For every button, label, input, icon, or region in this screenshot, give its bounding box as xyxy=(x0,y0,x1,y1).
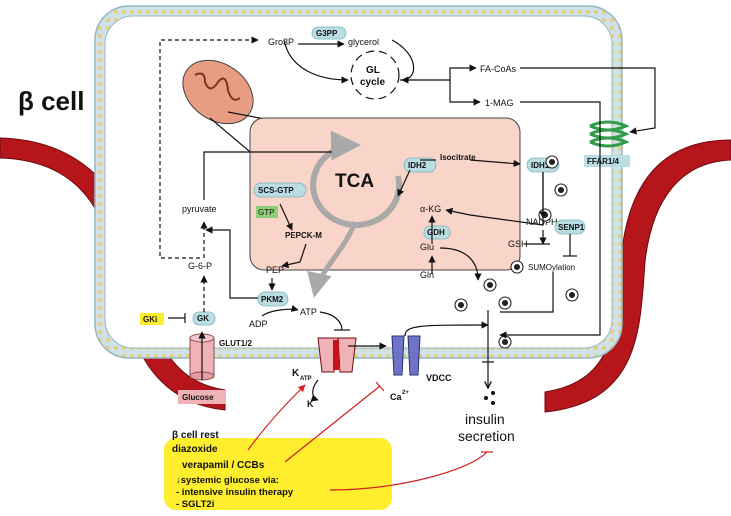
scs-gtp-label: SCS-GTP xyxy=(258,186,294,195)
tca-label: TCA xyxy=(335,171,374,192)
ca-label: Ca xyxy=(390,392,402,402)
g3pp-label: G3PP xyxy=(316,29,338,38)
gki-label: GKi xyxy=(143,315,157,324)
sumoylation-label: SUMOylation xyxy=(528,263,575,272)
g6p-label: G-6-P xyxy=(188,261,212,271)
nadph-label: NADPH xyxy=(526,217,558,227)
therapy-box xyxy=(164,438,392,510)
tca-to-atp-arrow xyxy=(307,221,358,298)
ffar-label-bg xyxy=(584,155,630,167)
gl-cycle-line1: GL xyxy=(366,65,380,76)
vdcc-label: VDCC xyxy=(426,373,452,383)
senp1-label: SENP1 xyxy=(558,223,585,232)
diazoxide-label: diazoxide xyxy=(172,444,218,455)
glucose-label: Glucose xyxy=(182,393,214,402)
pep-label: PEP xyxy=(266,265,284,275)
pkm2-enzyme-pill xyxy=(257,291,289,307)
idh1-label: IDH1 xyxy=(531,161,550,170)
fa-coas-label: FA-CoAs xyxy=(480,64,517,74)
gsh-label: GSH xyxy=(508,239,528,249)
glut-label: GLUT1/2 xyxy=(219,339,252,348)
vdcc-channel-icon xyxy=(391,335,421,376)
gl-cycle-ring xyxy=(350,50,400,100)
systemic-glucose-label: ↓systemic glucose via: xyxy=(176,475,279,486)
gdh-label: GDH xyxy=(427,228,445,237)
gdh-enzyme-pill xyxy=(423,225,451,240)
ca-superscript: 2+ xyxy=(402,390,409,396)
exocytosed-granules xyxy=(484,391,495,405)
pyruvate-label: pyruvate xyxy=(182,204,217,214)
inhibitor-lines xyxy=(247,381,493,491)
kplus-label: K xyxy=(307,399,314,409)
isocitrate-label: Isocitrate xyxy=(440,153,476,162)
g3pp-enzyme-pill xyxy=(311,26,347,40)
therapy-header: β cell rest xyxy=(172,430,219,441)
gro3p-label: Gro3P xyxy=(268,37,294,47)
atp-label: ATP xyxy=(300,307,317,317)
insulin-label: insulin xyxy=(465,411,505,427)
beta-cell-title: β cell xyxy=(18,86,84,116)
tca-mitochondrial-box xyxy=(249,117,521,271)
scs-gtp-enzyme-pill xyxy=(253,182,307,198)
katp-label: K xyxy=(292,368,300,379)
gk-label: GK xyxy=(197,314,209,323)
gl-cycle-line2: cycle xyxy=(360,77,385,88)
pkm2-label: PKM2 xyxy=(261,295,284,304)
gln-label: Gln xyxy=(420,270,434,280)
glycerol-label: glycerol xyxy=(348,37,379,47)
katp-subscript: ATP xyxy=(300,376,312,382)
therapy-item-insulin: - intensive insulin therapy xyxy=(176,487,294,498)
pepck-m-label: PEPCK-M xyxy=(285,231,322,240)
glucose-box xyxy=(178,390,226,404)
katp-channel-icon xyxy=(317,337,357,373)
ffar-label: FFAR1/4 xyxy=(587,157,620,166)
secretion-label: secretion xyxy=(458,428,515,444)
right-blood-vessel xyxy=(544,139,731,413)
pathway-arrows xyxy=(159,36,656,402)
mito-zoom-line-2 xyxy=(209,117,256,157)
tca-cycle-arrow xyxy=(310,130,403,228)
akg-label: α-KG xyxy=(420,204,441,214)
idh2-enzyme-pill xyxy=(403,157,437,173)
idh2-label: IDH2 xyxy=(408,161,427,170)
mitochondrion-icon xyxy=(182,59,254,125)
gtp-box xyxy=(256,206,278,218)
therapy-item-sglt2i: - SGLT2i xyxy=(176,499,214,510)
adp-label: ADP xyxy=(249,319,268,329)
verapamil-label: verapamil / CCBs xyxy=(182,460,265,471)
glu-label: Glu xyxy=(420,242,434,252)
gtp-label: GTP xyxy=(258,208,274,217)
gki-box xyxy=(140,313,164,325)
one-mag-label: 1-MAG xyxy=(485,98,514,108)
